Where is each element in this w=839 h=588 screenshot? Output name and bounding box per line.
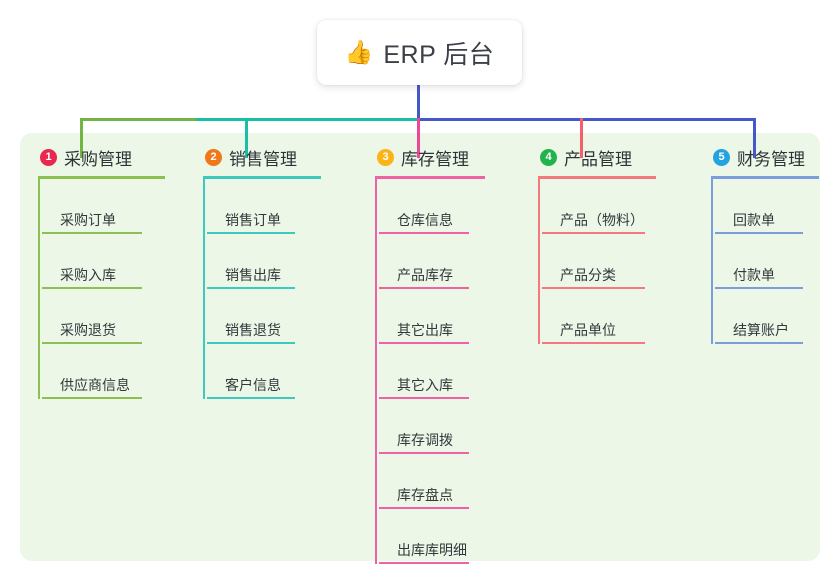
leaf-item-label: 回款单 xyxy=(733,211,775,228)
leaf-item[interactable]: 仓库信息 xyxy=(379,179,469,234)
column-5: 5 财务管理回款单付款单结算账户 xyxy=(693,133,820,561)
leaf-item-label: 库存调拨 xyxy=(397,431,453,448)
leaf-item[interactable]: 客户信息 xyxy=(207,344,295,399)
leaf-item-label: 采购订单 xyxy=(60,211,116,228)
leaf-item-label: 出库库明细 xyxy=(397,541,467,558)
column-rule xyxy=(711,176,819,179)
column-header[interactable]: 4 产品管理 xyxy=(520,143,693,171)
column-header[interactable]: 1 采购管理 xyxy=(20,143,185,171)
column-2: 2 销售管理销售订单销售出库销售退货客户信息 xyxy=(185,133,357,561)
column-header[interactable]: 5 财务管理 xyxy=(693,143,820,171)
leaf-item-label: 客户信息 xyxy=(225,376,281,393)
column-header[interactable]: 2 销售管理 xyxy=(185,143,357,171)
leaf-item-label: 仓库信息 xyxy=(397,211,453,228)
leaf-item[interactable]: 采购退货 xyxy=(42,289,142,344)
column-title: 销售管理 xyxy=(229,149,297,169)
column-branch-spine: 产品（物料） 产品分类产品单位 xyxy=(538,179,693,344)
connector-bus-middle xyxy=(196,118,418,121)
leaf-item[interactable]: 产品（物料） xyxy=(542,179,645,234)
leaf-item-label: 销售退货 xyxy=(225,321,281,338)
connector-drop-2 xyxy=(245,118,248,158)
column-rule xyxy=(38,176,165,179)
connector-drop-4 xyxy=(580,118,583,158)
connector-drop-3 xyxy=(417,118,420,158)
leaf-item-label: 产品（物料） xyxy=(560,211,644,228)
leaf-item[interactable]: 销售退货 xyxy=(207,289,295,344)
leaf-item-label: 付款单 xyxy=(733,266,775,283)
column-title: 财务管理 xyxy=(737,149,805,169)
leaf-item[interactable]: 付款单 xyxy=(715,234,803,289)
column-rule xyxy=(538,176,656,179)
column-badge: 1 xyxy=(40,148,57,166)
leaf-item-label: 其它入库 xyxy=(397,376,453,393)
root-node-card[interactable]: 👍 ERP 后台 xyxy=(317,20,522,85)
leaf-item-label: 销售出库 xyxy=(225,266,281,283)
connector-stem xyxy=(417,85,420,120)
column-4: 4 产品管理产品（物料） 产品分类产品单位 xyxy=(520,133,693,561)
leaf-item[interactable]: 库存盘点 xyxy=(379,454,469,509)
diagram-panel xyxy=(20,133,820,561)
connector-bus-right xyxy=(417,118,756,121)
column-branch-spine: 回款单付款单结算账户 xyxy=(711,179,820,344)
column-badge: 5 xyxy=(713,148,730,166)
column-branch-spine: 采购订单采购入库采购退货供应商信息 xyxy=(38,179,185,399)
leaf-item[interactable]: 采购订单 xyxy=(42,179,142,234)
column-rule xyxy=(203,176,321,179)
leaf-item[interactable]: 销售订单 xyxy=(207,179,295,234)
column-branch-spine: 销售订单销售出库销售退货客户信息 xyxy=(203,179,357,399)
leaf-item[interactable]: 库存调拨 xyxy=(379,399,469,454)
leaf-item-label: 其它出库 xyxy=(397,321,453,338)
leaf-item-label: 销售订单 xyxy=(225,211,281,228)
leaf-item[interactable]: 其它出库 xyxy=(379,289,469,344)
leaf-item[interactable]: 其它入库 xyxy=(379,344,469,399)
leaf-item[interactable]: 产品库存 xyxy=(379,234,469,289)
leaf-item-label: 供应商信息 xyxy=(60,376,130,393)
column-badge: 2 xyxy=(205,148,222,166)
connector-drop-1 xyxy=(80,118,83,158)
leaf-item[interactable]: 采购入库 xyxy=(42,234,142,289)
column-rule xyxy=(375,176,485,179)
thumbs-up-icon: 👍 xyxy=(344,39,374,65)
leaf-item-label: 采购退货 xyxy=(60,321,116,338)
leaf-item[interactable]: 供应商信息 xyxy=(42,344,142,399)
connector-drop-5 xyxy=(753,118,756,158)
column-3: 3 库存管理仓库信息产品库存其它出库其它入库库存调拨库存盘点出库库明细 xyxy=(357,133,520,564)
leaf-item[interactable]: 结算账户 xyxy=(715,289,803,344)
leaf-item-label: 库存盘点 xyxy=(397,486,453,503)
column-badge: 4 xyxy=(540,148,557,166)
column-title: 产品管理 xyxy=(564,149,632,169)
leaf-item[interactable]: 出库库明细 xyxy=(379,509,469,564)
connector-bus-left xyxy=(80,118,197,121)
leaf-item-label: 产品分类 xyxy=(560,266,616,283)
column-branch-spine: 仓库信息产品库存其它出库其它入库库存调拨库存盘点出库库明细 xyxy=(375,179,520,564)
column-title: 采购管理 xyxy=(64,149,132,169)
leaf-item-label: 采购入库 xyxy=(60,266,116,283)
column-title: 库存管理 xyxy=(401,149,469,169)
leaf-item[interactable]: 销售出库 xyxy=(207,234,295,289)
leaf-item[interactable]: 回款单 xyxy=(715,179,803,234)
column-container: 1 采购管理采购订单采购入库采购退货供应商信息 2 销售管理销售订单销售出库销售退货客… xyxy=(20,133,820,564)
column-badge: 3 xyxy=(377,148,394,166)
leaf-item-label: 结算账户 xyxy=(733,321,789,338)
leaf-item[interactable]: 产品单位 xyxy=(542,289,645,344)
column-1: 1 采购管理采购订单采购入库采购退货供应商信息 xyxy=(20,133,185,561)
column-header[interactable]: 3 库存管理 xyxy=(357,143,520,171)
leaf-item-label: 产品单位 xyxy=(560,321,616,338)
leaf-item-label: 产品库存 xyxy=(397,266,453,283)
leaf-item[interactable]: 产品分类 xyxy=(542,234,645,289)
root-node-title: ERP 后台 xyxy=(383,40,495,69)
